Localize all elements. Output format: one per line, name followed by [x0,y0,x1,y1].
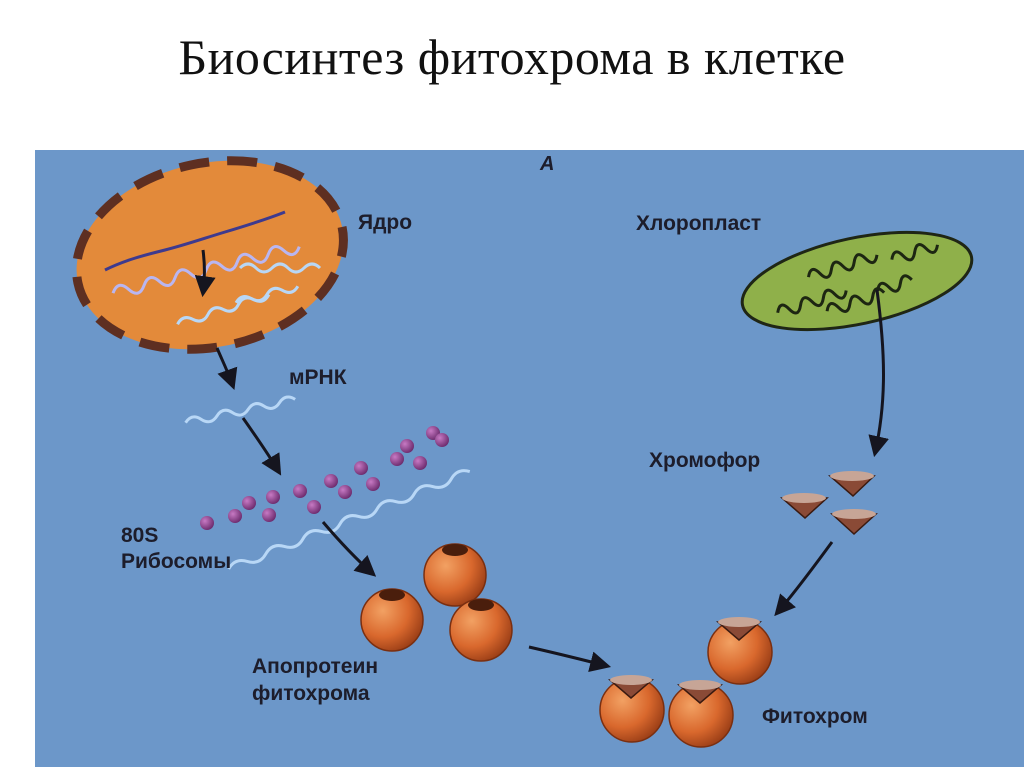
phytochrome-biosynthesis-diagram: A [72,153,974,748]
mrna-label: мРНК [289,366,347,389]
nucleus-label: Ядро [358,211,413,234]
apoprotein-to-phytochrome-arrow [528,645,612,672]
transcription-arrow [194,249,216,298]
nucleus [72,156,348,354]
phytochrome-label: Фитохром [762,705,868,728]
page-title: Биосинтез фитохрома в клетке [178,29,846,85]
chloroplast-label: Хлоропласт [636,212,762,235]
ribosomes-to-apoprotein-arrow [321,521,377,577]
ribosomes-label-line2: Рибосомы [121,550,232,573]
chromophore-label: Хромофор [649,449,761,472]
chloroplast [740,230,974,332]
diagram-panel: A [35,150,1024,767]
chloroplast-to-chromophore-arrow [868,289,889,458]
mrna-to-ribosomes-arrow [241,417,282,476]
mrna-strand [184,395,296,424]
chromophore-to-phytochrome-arrow [774,541,834,617]
apoprotein-label-line1: Апопротеин [252,655,379,678]
chromophore [779,471,878,536]
phytochrome [599,617,773,748]
panel-letter: A [539,153,554,175]
ribosomes-label-line1: 80S [121,524,159,547]
apoprotein-label-line2: фитохрома [252,682,370,705]
nucleus-to-mrna-arrow [215,347,238,390]
apoprotein [360,543,513,662]
polysome [200,426,471,570]
